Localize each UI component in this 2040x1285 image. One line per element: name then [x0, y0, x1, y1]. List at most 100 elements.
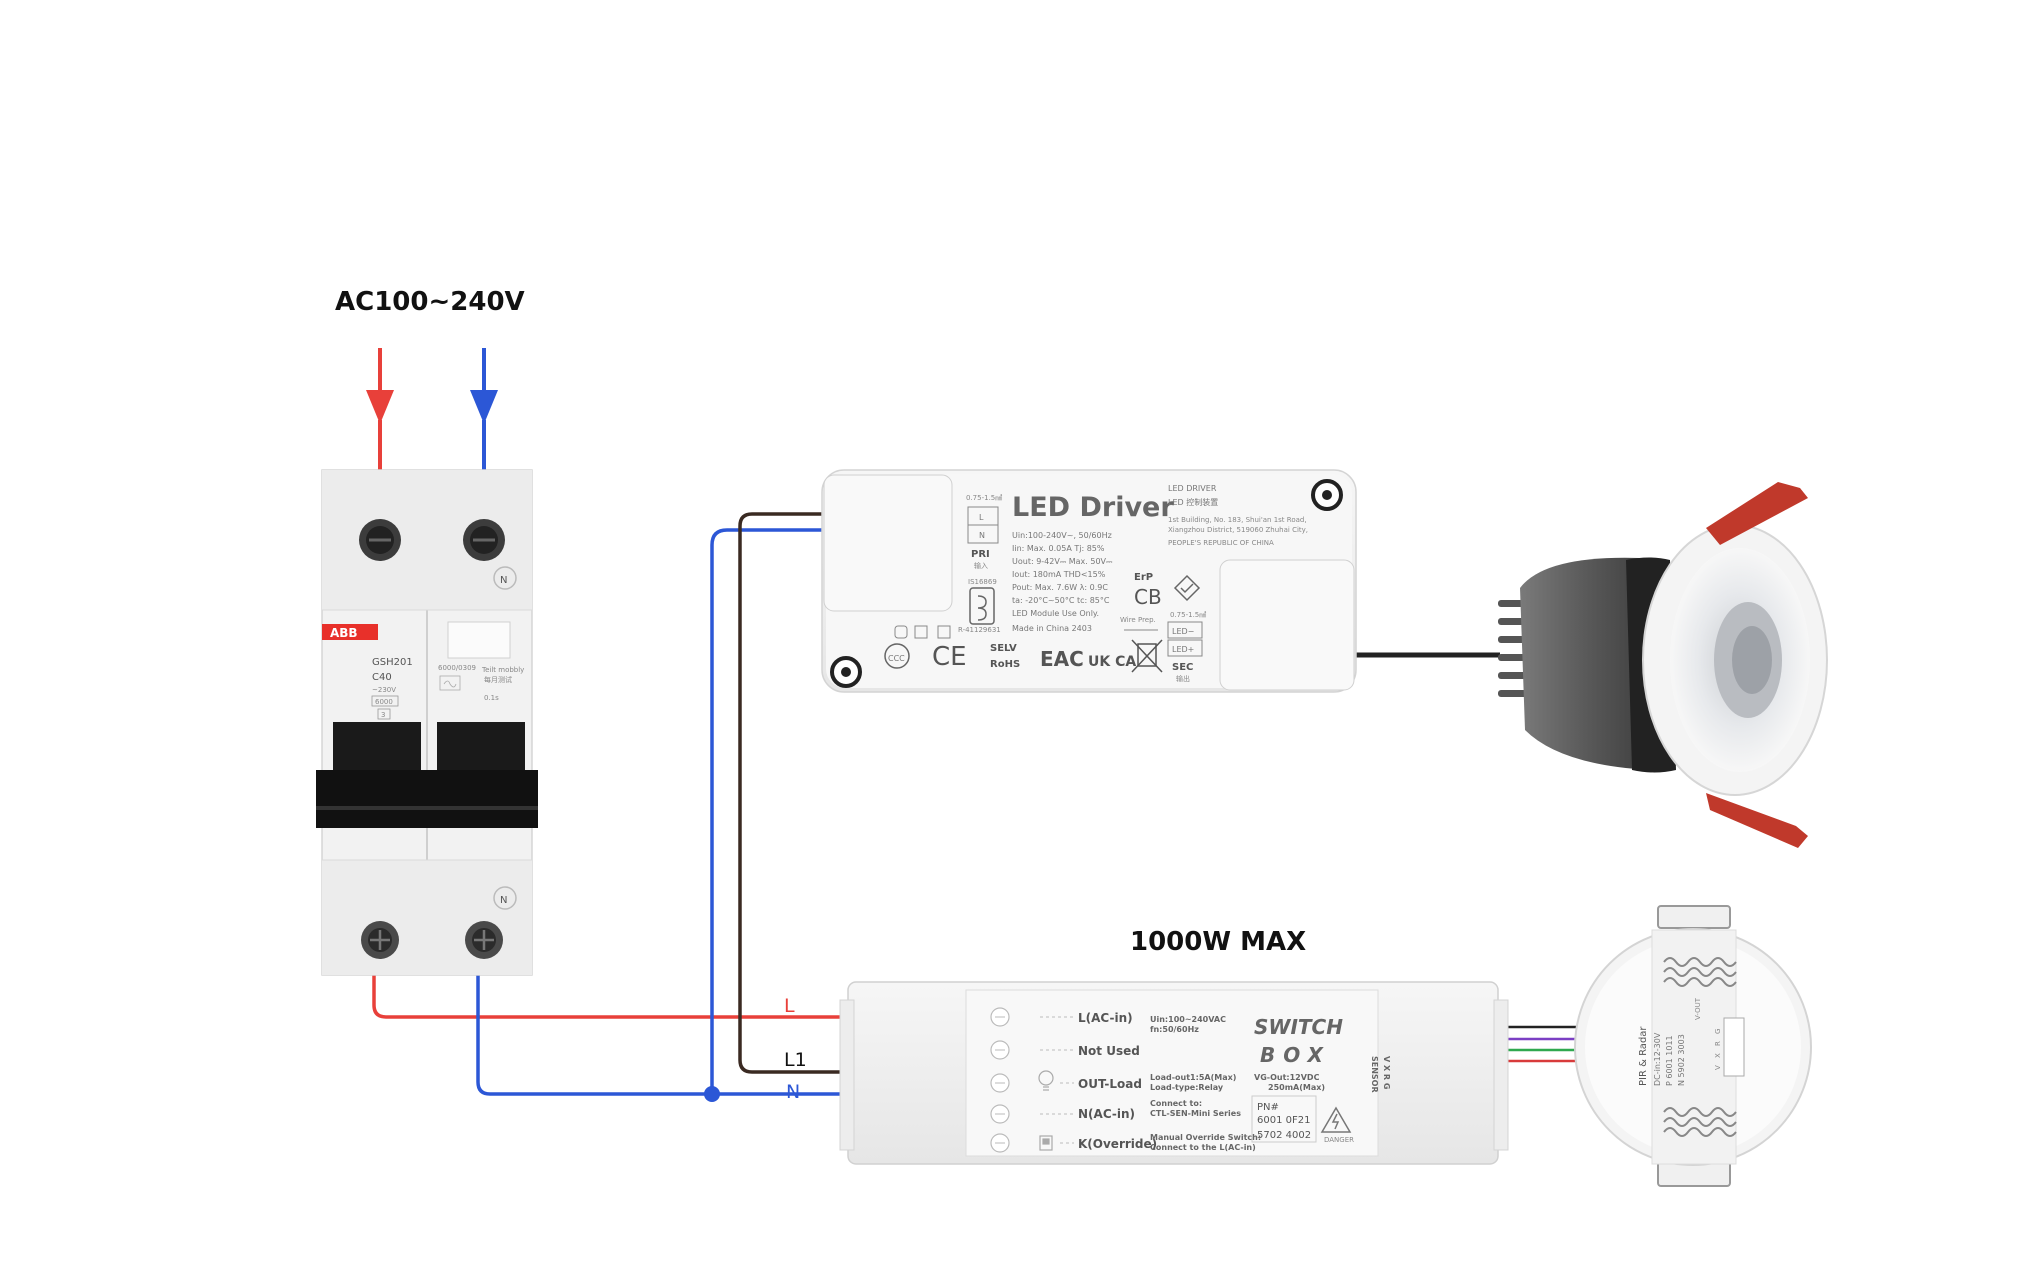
neutral-supply-arrow — [470, 348, 498, 480]
breaker-test-label: Teilt mobbly — [481, 666, 524, 674]
switch-info-connect: Connect to: — [1150, 1099, 1202, 1108]
switch-info-connect-sub: CTL-SEN-Mini Series — [1150, 1109, 1241, 1118]
abb-logo — [322, 624, 378, 640]
driver-pri-term-l: L — [979, 513, 984, 522]
switch-info-uin-sub: fn:50/60Hz — [1150, 1025, 1199, 1034]
sensor-pin-r: R — [1714, 1041, 1722, 1046]
terminal-label-n-ac-in: N(AC-in) — [1078, 1107, 1135, 1121]
driver-spec-4: Iout: 180mA THD<15% — [1012, 570, 1106, 579]
terminal-label-k-override: K(Override) — [1078, 1137, 1157, 1151]
driver-mark-eac: EAC — [1040, 647, 1084, 671]
neutral-wire — [476, 975, 846, 1096]
driver-sec-term-pos: LED+ — [1172, 645, 1194, 654]
driver-mark-erp: ErP — [1134, 572, 1153, 583]
driver-sec-term-neg: LED− — [1172, 627, 1194, 636]
terminal-label-not-used: Not Used — [1078, 1044, 1140, 1058]
driver-wire-range-sec: 0.75-1.5㎟ — [1170, 611, 1206, 619]
breaker-handle — [333, 722, 421, 770]
driver-spec-2: Iin: Max. 0.05A Tj: 85% — [1012, 544, 1105, 553]
led-driver: 0.75-1.5㎟ L N PRI 输入 IS16869 R-41129631 … — [821, 469, 1357, 693]
switch-pn-1: 6001 0F21 — [1257, 1115, 1310, 1126]
breaker-test-label-cn: 每月测试 — [484, 675, 512, 684]
sensor-pin-v: V — [1714, 1065, 1722, 1070]
terminal-label-out-load: OUT-Load — [1078, 1077, 1142, 1091]
breaker-spec-3: 3 — [381, 711, 385, 719]
switch-box-title-1: SWITCH — [1254, 1015, 1343, 1039]
driver-address-1: 1st Building, No. 183, Shui'an 1st Road, — [1168, 516, 1307, 524]
breaker-neutral-mark-bottom: N — [500, 895, 507, 906]
danger-warning-icon — [1320, 1106, 1352, 1133]
switch-box-max-load: 1000W MAX — [1130, 927, 1306, 957]
driver-sec-label: SEC — [1172, 662, 1193, 673]
live-wire — [372, 975, 846, 1019]
load-wire — [738, 512, 846, 1074]
driver-spec-6: ta: -20°C~50°C tc: 85°C — [1012, 596, 1110, 605]
circuit-breaker: N ABB GSH201 C40 ~230V 6000 3 6000/0309 … — [316, 469, 538, 976]
wire-label-load: L1 — [784, 1049, 807, 1071]
driver-title: LED Driver — [1012, 492, 1174, 523]
breaker-neutral-mark-top: N — [500, 575, 507, 586]
breaker-model: GSH201 — [372, 657, 413, 668]
switch-info-override-sub: Connect to the L(AC-in) — [1150, 1143, 1256, 1152]
switch-danger-label: DANGER — [1324, 1136, 1354, 1144]
breaker-test-button — [447, 621, 511, 659]
breaker-brand: ABB — [330, 626, 358, 640]
override-switch-icon — [1039, 1135, 1053, 1151]
driver-mark-cb: CB — [1134, 585, 1162, 609]
switch-info-override: Manual Override Switch: — [1150, 1133, 1261, 1142]
switch-box: L(AC-in) Not Used OUT-Load N(AC-in) K(Ov… — [839, 981, 1509, 1165]
neutral-junction-dot — [704, 1086, 720, 1102]
driver-wire-range-pri: 0.75-1.5㎟ — [966, 494, 1002, 502]
driver-spec-8: Made in China 2403 — [1012, 624, 1092, 633]
driver-spec-5: Pout: Max. 7.6W λ: 0.9C — [1012, 583, 1108, 592]
sensor-out-label: V-OUT — [1694, 997, 1702, 1020]
sensor-line-2: P 6001 1011 — [1665, 1035, 1674, 1086]
driver-sec-terminal — [1219, 559, 1355, 691]
driver-spec-7: LED Module Use Only. — [1012, 609, 1099, 618]
driver-neutral-wire — [710, 528, 824, 1094]
svg-text:CE: CE — [932, 642, 967, 672]
breaker-code2: 6000/0309 — [438, 664, 476, 672]
switch-sensor-label: SENSOR — [1370, 1056, 1379, 1093]
switch-info-load-sub: Load-type:Relay — [1150, 1083, 1224, 1092]
driver-header-2: LED 控制装置 — [1168, 497, 1218, 507]
switch-vg-out-1: VG-Out:12VDC — [1254, 1073, 1320, 1082]
driver-mark-selv: SELV — [990, 643, 1017, 654]
sensor-connector — [1723, 1017, 1745, 1077]
switch-pn-label: PN# — [1257, 1102, 1279, 1113]
wire-label-neutral: N — [786, 1081, 800, 1103]
driver-mark-ukca: UK CA — [1088, 654, 1136, 670]
svg-text:CCC: CCC — [888, 654, 905, 663]
driver-header-1: LED DRIVER — [1168, 484, 1217, 493]
sensor-line-1: DC-in:12-30V — [1653, 1032, 1662, 1086]
breaker-spec-2: 6000 — [375, 698, 393, 706]
driver-pri-cn: 输入 — [974, 561, 988, 570]
driver-pri-label: PRI — [971, 549, 990, 560]
live-supply-arrow — [366, 348, 394, 480]
downlight-lamp — [1498, 482, 1828, 848]
driver-spec-1: Uin:100-240V~, 50/60Hz — [1012, 531, 1112, 540]
driver-mark-rohs: RoHS — [990, 659, 1020, 670]
driver-pri-term-n: N — [979, 531, 985, 540]
pir-radar-sensor: PIR & Radar DC-in:12-30V P 6001 1011 N 5… — [1574, 905, 1812, 1187]
bulb-icon — [1038, 1070, 1054, 1091]
driver-pri-terminal — [823, 474, 953, 612]
sensor-line-3: N 5902 3003 — [1677, 1034, 1686, 1086]
wire-label-live: L — [784, 995, 795, 1017]
breaker-rating: C40 — [372, 672, 392, 683]
sensor-pin-x: X — [1714, 1053, 1722, 1058]
switch-vg-out-2: 250mA(Max) — [1268, 1083, 1325, 1092]
driver-sec-cn: 输出 — [1176, 674, 1190, 683]
sensor-pin-g: G — [1714, 1029, 1722, 1034]
supply-voltage-label: AC100~240V — [335, 287, 525, 317]
switch-info-uin: Uin:100~240VAC — [1150, 1015, 1226, 1024]
driver-std-code: IS16869 — [968, 578, 997, 586]
switch-pn-2: 5702 4002 — [1257, 1130, 1311, 1141]
switch-info-load: Load-out1:5A(Max) — [1150, 1073, 1236, 1082]
switch-sensor-pins: V X R G — [1382, 1056, 1391, 1089]
breaker-spec-1: ~230V — [372, 686, 396, 694]
driver-wire-prep: Wire Prep. — [1120, 616, 1156, 624]
switch-box-title-2: BOX — [1260, 1043, 1331, 1067]
sensor-type-label: PIR & Radar — [1638, 1026, 1649, 1086]
